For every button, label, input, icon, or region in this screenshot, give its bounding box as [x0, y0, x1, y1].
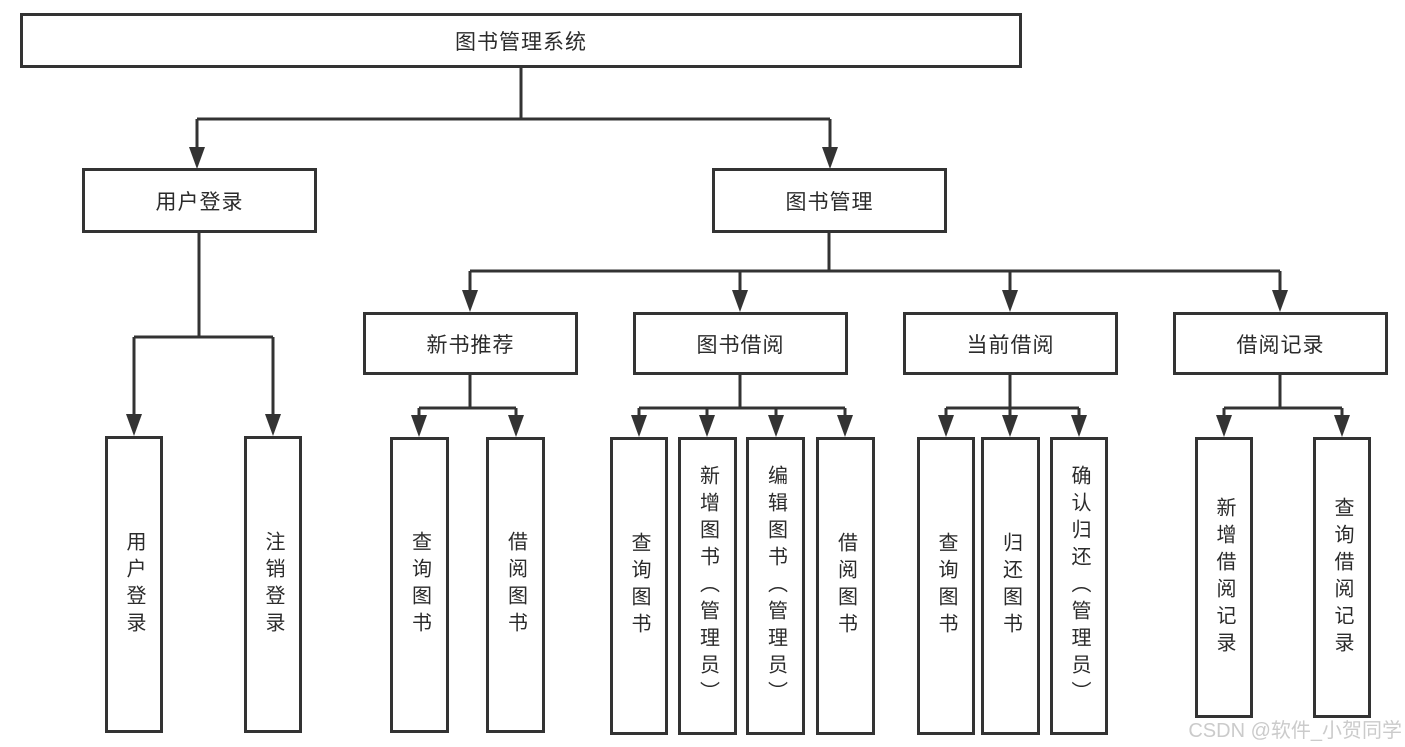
leaf-add-borrow-record: 新增借阅记录 — [1195, 437, 1253, 718]
leaf-query-books: 查询图书 — [390, 437, 449, 733]
node-label: 借阅记录 — [1236, 333, 1325, 357]
node-new-book-recommend: 新书推荐 — [363, 312, 578, 375]
arrow-down-icon — [508, 415, 524, 437]
watermark: CSDN @软件_小贺同学 — [1188, 720, 1402, 742]
arrow-down-icon — [265, 414, 281, 436]
leaf-edit-books-admin: 编辑图书（管理员） — [746, 437, 805, 735]
leaf-add-books-admin: 新增图书（管理员） — [678, 437, 737, 735]
node-current-borrow: 当前借阅 — [903, 312, 1118, 375]
arrow-down-icon — [1272, 290, 1288, 312]
leaf-query-borrow-record: 查询借阅记录 — [1313, 437, 1371, 718]
arrow-down-icon — [822, 147, 838, 169]
connector-new-book-recommend-to-leaves — [417, 375, 518, 416]
node-label: 注销登录 — [262, 530, 284, 639]
node-label: 用户登录 — [155, 190, 244, 214]
arrow-down-icon — [1002, 290, 1018, 312]
arrow-down-icon — [1071, 415, 1087, 437]
node-label: 用户登录 — [123, 530, 145, 639]
leaf-borrow-books: 借阅图书 — [816, 437, 875, 735]
node-label: 归还图书 — [999, 532, 1022, 640]
node-label: 当前借阅 — [966, 333, 1055, 357]
node-label: 确认归还（管理员） — [1068, 464, 1090, 708]
connector-book-borrow-to-leaves — [637, 375, 847, 416]
node-label: 新书推荐 — [426, 333, 515, 357]
node-borrow-records: 借阅记录 — [1173, 312, 1388, 375]
arrow-down-icon — [768, 415, 784, 437]
node-label: 查询图书 — [628, 532, 650, 640]
node-label: 图书管理 — [785, 190, 874, 214]
arrow-down-icon — [126, 414, 142, 436]
node-label: 查询图书 — [408, 531, 431, 639]
node-label: 新增图书（管理员） — [696, 464, 719, 708]
node-label: 借阅图书 — [504, 531, 527, 639]
arrow-down-icon — [1334, 415, 1350, 437]
leaf-logout: 注销登录 — [244, 436, 302, 733]
connector-borrow-records-to-leaves — [1222, 375, 1344, 416]
arrow-down-icon — [189, 147, 205, 169]
arrow-down-icon — [411, 415, 427, 437]
leaf-user-login: 用户登录 — [105, 436, 163, 733]
node-label: 查询图书 — [935, 532, 957, 640]
node-user-login: 用户登录 — [82, 168, 317, 233]
arrow-down-icon — [699, 415, 715, 437]
node-label: 新增借阅记录 — [1213, 496, 1235, 659]
leaf-query-books: 查询图书 — [917, 437, 975, 735]
connector-user-login-to-leaves — [132, 233, 275, 416]
leaf-confirm-return-admin: 确认归还（管理员） — [1050, 437, 1108, 735]
leaf-borrow-books: 借阅图书 — [486, 437, 545, 733]
arrow-down-icon — [1002, 415, 1018, 437]
connector-book-management-to-level3 — [468, 233, 1282, 291]
node-label: 图书管理系统 — [455, 30, 587, 54]
arrow-down-icon — [1216, 415, 1232, 437]
node-label: 借阅图书 — [834, 532, 857, 640]
leaf-query-books: 查询图书 — [610, 437, 668, 735]
node-root: 图书管理系统 — [20, 13, 1022, 68]
node-label: 编辑图书（管理员） — [764, 464, 787, 708]
arrow-down-icon — [462, 290, 478, 312]
arrow-down-icon — [631, 415, 647, 437]
leaf-return-books: 归还图书 — [981, 437, 1040, 735]
arrow-down-icon — [732, 290, 748, 312]
arrow-down-icon — [837, 415, 853, 437]
arrow-down-icon — [938, 415, 954, 437]
node-label: 查询借阅记录 — [1331, 496, 1353, 659]
node-book-management: 图书管理 — [712, 168, 947, 233]
node-book-borrow: 图书借阅 — [633, 312, 848, 375]
connector-current-borrow-to-leaves — [944, 375, 1081, 416]
node-label: 图书借阅 — [696, 333, 785, 357]
connector-root-to-level2 — [195, 68, 832, 150]
